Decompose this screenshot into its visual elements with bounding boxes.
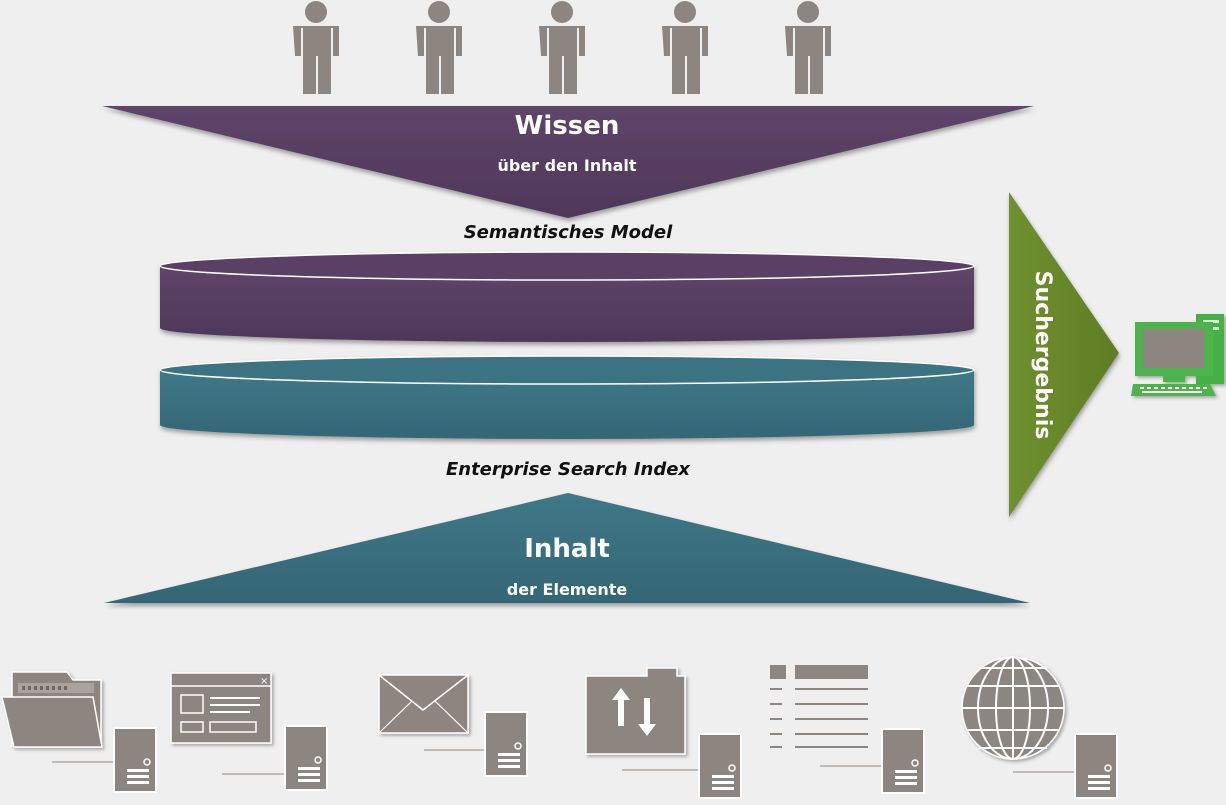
server-icon bbox=[698, 733, 742, 799]
svg-text:×: × bbox=[260, 676, 268, 687]
server-icon bbox=[113, 727, 157, 793]
content-funnel: Inhalt der Elemente bbox=[104, 493, 1030, 603]
content-subtitle: der Elemente bbox=[507, 580, 628, 599]
list-document-source bbox=[770, 665, 925, 794]
users-group bbox=[293, 1, 831, 94]
folder-icon bbox=[1, 671, 103, 748]
user-icon bbox=[785, 1, 831, 94]
search-result-label: Suchergebnis bbox=[1030, 271, 1055, 440]
user-icon bbox=[293, 1, 339, 94]
content-title: Inhalt bbox=[524, 534, 610, 564]
server-icon bbox=[484, 711, 528, 777]
knowledge-funnel: Wissen über den Inhalt bbox=[102, 106, 1034, 218]
mail-source bbox=[378, 674, 528, 777]
knowledge-subtitle: über den Inhalt bbox=[497, 156, 636, 175]
file-transfer-icon bbox=[585, 667, 686, 755]
server-icon bbox=[284, 725, 328, 791]
folder-source bbox=[1, 671, 157, 793]
file-transfer-source bbox=[585, 667, 742, 799]
computer-icon bbox=[1131, 314, 1224, 396]
user-icon bbox=[416, 1, 462, 94]
globe-icon bbox=[961, 656, 1065, 760]
knowledge-title: Wissen bbox=[515, 111, 620, 141]
globe-source bbox=[961, 656, 1118, 799]
search-result-arrow: Suchergebnis bbox=[1009, 192, 1119, 517]
search-index-cylinder bbox=[159, 355, 975, 439]
search-index-label: Enterprise Search Index bbox=[446, 459, 691, 480]
user-icon bbox=[662, 1, 708, 94]
web-form-source: × bbox=[170, 672, 328, 791]
server-icon bbox=[881, 728, 925, 794]
server-icon bbox=[1074, 733, 1118, 799]
semantic-model-cylinder bbox=[159, 251, 975, 342]
user-icon bbox=[539, 1, 585, 94]
semantic-model-label: Semantisches Model bbox=[464, 222, 673, 243]
web-form-icon: × bbox=[170, 672, 272, 744]
mail-icon bbox=[378, 674, 469, 734]
list-document-icon bbox=[770, 665, 868, 748]
